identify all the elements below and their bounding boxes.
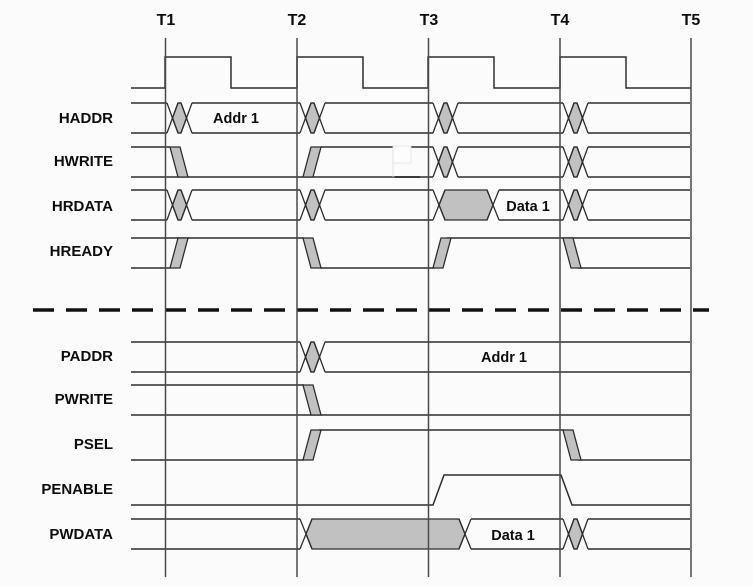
signal-label-haddr: HADDR xyxy=(59,110,113,127)
hrdata-transition-t2 xyxy=(299,189,326,221)
signal-label-hwrite: HWRITE xyxy=(54,153,113,170)
hready-rise-t1 xyxy=(169,237,189,269)
hready-rise-t3 xyxy=(432,237,452,269)
paddr-waveform xyxy=(131,341,690,373)
haddr-waveform xyxy=(131,102,690,134)
time-label-t2: T2 xyxy=(288,12,307,29)
psel-rise-t2 xyxy=(302,429,322,461)
haddr-transition-t3 xyxy=(432,102,459,134)
signal-label-paddr: PADDR xyxy=(61,348,113,365)
paddr-value-label: Addr 1 xyxy=(481,350,527,366)
signal-label-hrdata: HRDATA xyxy=(52,198,113,215)
hready-fall-t2 xyxy=(302,237,322,269)
bus-value-labels: Addr 1 Data 1 Addr 1 Data 1 xyxy=(213,111,550,544)
hwrite-fall-t1 xyxy=(169,146,189,178)
time-labels: T1 T2 T3 T4 T5 xyxy=(157,12,701,29)
hwrite-transition-t3 xyxy=(432,146,459,178)
pwdata-value-label: Data 1 xyxy=(491,528,535,544)
signal-label-hready: HREADY xyxy=(50,243,113,260)
paddr-transition-t2 xyxy=(299,341,326,373)
time-label-t4: T4 xyxy=(551,12,570,29)
patch-artifact xyxy=(392,145,420,178)
hwrite-rise-t2 xyxy=(302,146,322,178)
pwdata-shaded-region xyxy=(299,518,472,550)
haddr-value-label: Addr 1 xyxy=(213,111,259,127)
signal-label-pwrite: PWRITE xyxy=(55,391,113,408)
time-label-t5: T5 xyxy=(682,12,701,29)
psel-fall-t4 xyxy=(562,429,582,461)
hrdata-value-label: Data 1 xyxy=(506,199,550,215)
hrdata-shaded-region xyxy=(432,189,500,221)
hrdata-transition-t1 xyxy=(166,189,193,221)
hready-waveform xyxy=(131,237,690,269)
pwdata-waveform xyxy=(131,518,690,550)
clock-waveform xyxy=(131,56,691,89)
pwdata-transition-t4 xyxy=(562,518,589,550)
hrdata-waveform xyxy=(131,189,690,221)
time-label-t1: T1 xyxy=(157,12,176,29)
time-label-t3: T3 xyxy=(420,12,439,29)
penable-waveform xyxy=(131,474,690,506)
haddr-transition-t1 xyxy=(166,102,193,134)
signal-label-pwdata: PWDATA xyxy=(49,526,113,543)
signal-label-psel: PSEL xyxy=(74,436,113,453)
haddr-transition-t4 xyxy=(562,102,589,134)
hwrite-transition-t4 xyxy=(562,146,589,178)
hrdata-transition-t4 xyxy=(562,189,589,221)
time-gridlines xyxy=(164,38,692,577)
pwrite-fall-t2 xyxy=(302,384,322,416)
hwrite-waveform xyxy=(131,145,690,178)
psel-waveform xyxy=(131,429,690,461)
signal-label-penable: PENABLE xyxy=(41,481,113,498)
haddr-transition-t2 xyxy=(299,102,326,134)
pwrite-waveform xyxy=(131,384,690,416)
hready-fall-t4 xyxy=(562,237,582,269)
signal-labels: HADDR HWRITE HRDATA HREADY PADDR PWRITE … xyxy=(41,110,113,543)
